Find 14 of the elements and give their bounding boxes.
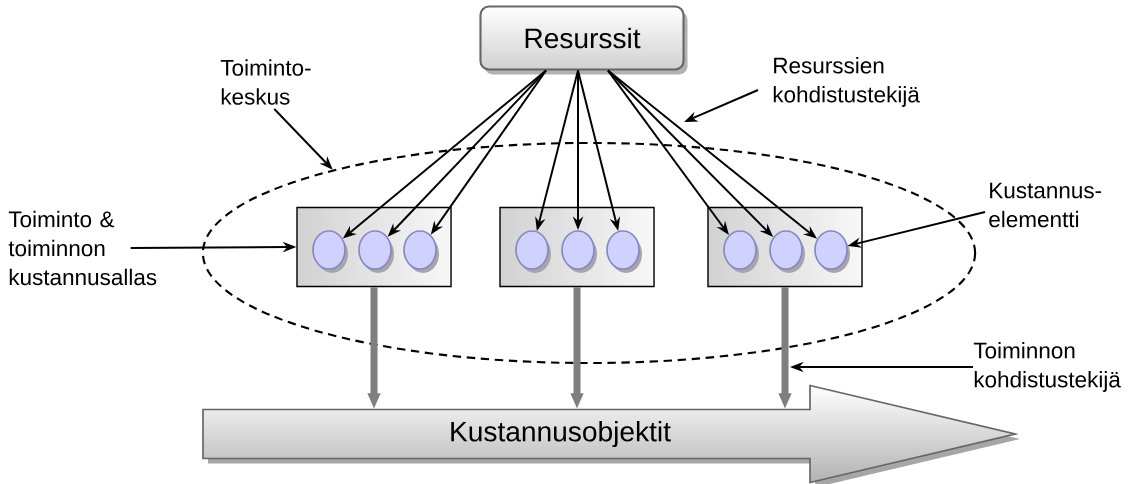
resource-box: Resurssit bbox=[479, 5, 688, 75]
cost-element-circle bbox=[403, 230, 439, 273]
annotation-label: Toiminto- keskus bbox=[220, 59, 311, 105]
cost-element-circle bbox=[606, 230, 642, 273]
cost-element-circle bbox=[515, 230, 551, 273]
cost-element-circle bbox=[358, 230, 394, 273]
cost-element-circle bbox=[561, 230, 597, 273]
cost-element-circle bbox=[723, 230, 759, 273]
annotation-label: Kustannus- elementti bbox=[989, 182, 1102, 228]
cost-element-circle bbox=[769, 230, 805, 273]
cost-element-circle bbox=[312, 230, 348, 273]
cost-element-circle bbox=[814, 230, 850, 273]
annotation-label: Toiminto & toiminnon kustannusallas bbox=[8, 210, 157, 286]
annotation-label: Resurssien kohdistustekijä bbox=[773, 57, 920, 107]
